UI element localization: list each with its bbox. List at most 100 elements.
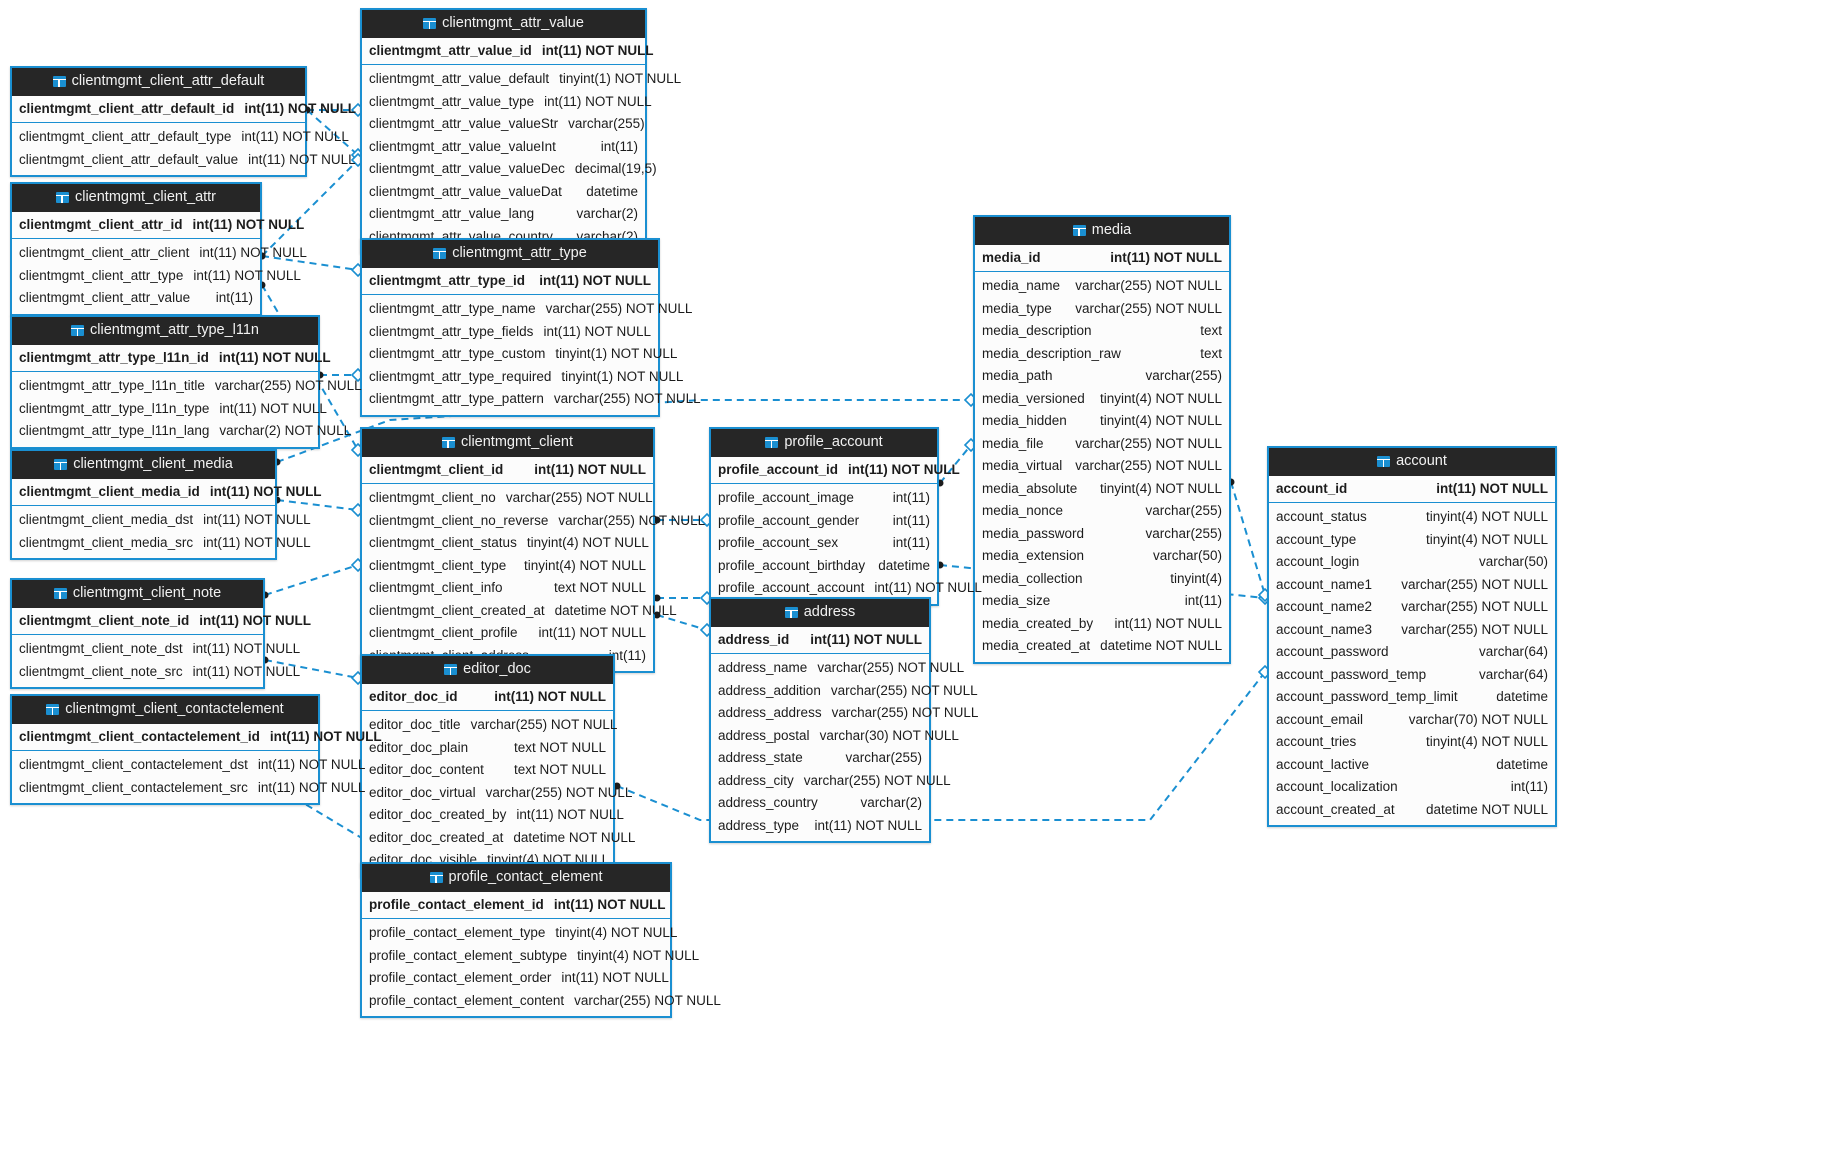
entity-title: clientmgmt_attr_value [442,15,584,31]
field-type: varchar(255) [1145,503,1222,518]
entity-header: profile_contact_element [362,864,670,892]
field-name: account_email [1276,711,1364,727]
entity-table-clientmgmt_attr_value[interactable]: clientmgmt_attr_value clientmgmt_attr_val… [360,8,681,254]
field-name: address_city [718,772,794,788]
field-name: clientmgmt_client_contactelement_src [19,779,248,795]
field-name: address_addition [718,682,821,698]
field-type: varchar(255) NOT NULL [1075,278,1222,293]
primary-key-type: int(11) NOT NULL [199,612,312,628]
field-type: int(11) NOT NULL [203,512,311,527]
entity-table-clientmgmt_attr_type[interactable]: clientmgmt_attr_type clientmgmt_attr_type… [360,238,701,417]
field-type: varchar(255) [1145,368,1222,383]
field-type: varchar(255) NOT NULL [1401,576,1548,592]
field-type: varchar(255) NOT NULL [1075,300,1222,316]
field-type: varchar(255) NOT NULL [505,490,653,505]
field-type: varchar(255) NOT NULL [485,784,633,800]
entity-table-profile_contact_element[interactable]: profile_contact_element profile_contact_e… [360,862,721,1018]
field-type: tinyint(1) NOT NULL [555,346,678,361]
field-type: tinyint(1) NOT NULL [561,368,684,384]
field-name: clientmgmt_attr_type_required [369,368,552,384]
field-row: clientmgmt_client_no_reverse varchar(255)… [362,510,705,533]
field-type: int(11) NOT NULL [257,757,366,772]
table-icon [784,606,798,618]
field-name: clientmgmt_client_media_dst [19,512,194,527]
field-name: profile_contact_element_order [369,970,552,985]
primary-key-type: int(11) NOT NULL [553,896,666,912]
field-name: address_country [718,795,818,810]
table-icon [433,247,447,259]
field-type: varchar(255) NOT NULL [803,772,951,788]
field-type: tinyint(4) NOT NULL [1425,531,1548,547]
field-name: clientmgmt_attr_value_valueInt [369,138,556,154]
field-name: clientmgmt_client_info [369,580,503,595]
field-type: varchar(30) NOT NULL [819,727,959,743]
field-type: datetime NOT NULL [513,829,636,845]
field-name: editor_doc_created_at [369,829,504,845]
field-name: media_created_at [982,638,1091,653]
field-name: account_created_at [1276,801,1395,817]
field-type: varchar(255) NOT NULL [1401,621,1548,637]
entity-title: clientmgmt_attr_type [452,245,587,261]
field-type: varchar(255) NOT NULL [558,512,706,528]
field-type: int(11) [892,512,930,528]
field-type: varchar(255) NOT NULL [574,992,721,1008]
primary-key-type: int(11) NOT NULL [209,483,322,499]
field-name: clientmgmt_client_no_reverse [369,512,549,528]
field-name: media_collection [982,570,1083,586]
field-type: int(11) NOT NULL [193,267,301,283]
field-name: media_file [982,435,1044,451]
field-name: clientmgmt_attr_value_valueDec [369,161,565,176]
table-icon [54,458,68,470]
primary-key-type: int(11) NOT NULL [1436,480,1548,496]
field-name: clientmgmt_client_no [369,490,496,505]
field-type: int(11) [1510,779,1548,794]
field-type: varchar(50) [1152,548,1222,563]
field-type: varchar(255) NOT NULL [1075,435,1222,451]
field-type: int(11) NOT NULL [219,400,327,416]
field-name: clientmgmt_attr_type_name [369,301,536,316]
field-name: clientmgmt_attr_value_type [369,93,535,109]
field-name: media_virtual [982,458,1063,473]
entity-header: clientmgmt_client [362,429,653,457]
